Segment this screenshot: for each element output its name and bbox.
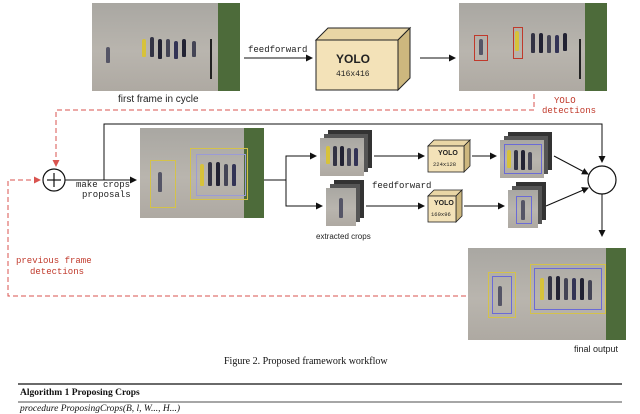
first-frame-label: first frame in cycle	[118, 94, 199, 105]
figure-caption: Figure 2. Proposed framework workflow	[224, 356, 388, 367]
yolo-small1-title: YOLO	[438, 150, 458, 157]
make-crops-label-1: make crops	[76, 180, 131, 190]
algorithm-line-1: procedure ProposingCrops(B, l, W..., H..…	[20, 404, 180, 414]
extracted-crops-label: extracted crops	[316, 232, 371, 241]
previous-frame-label-1: previous frame	[16, 256, 92, 266]
previous-frame-label-2: detections	[30, 267, 85, 277]
yolo-small2-size: 160x96	[431, 211, 451, 218]
first-frame-photo	[92, 3, 240, 91]
yolo-small-block-2	[427, 189, 463, 223]
make-crops-label-2: proposals	[82, 190, 131, 200]
yolo-small2-title: YOLO	[434, 200, 454, 207]
crop-proposals-photo	[140, 128, 264, 218]
algorithm-header: Algorithm 1 Proposing Crops	[20, 388, 140, 398]
merge-node	[587, 165, 617, 195]
yolo-small-block-1	[427, 139, 471, 173]
yolo-main-size: 416x416	[336, 70, 370, 79]
final-output-label: final output	[574, 344, 619, 354]
yolo-detections-label-2: detections	[542, 106, 597, 116]
yolo-small1-size: 224x128	[433, 161, 457, 168]
yolo-main-title: YOLO	[336, 52, 371, 66]
final-output-photo	[468, 248, 626, 340]
feedforward-mid-label: feedforward	[372, 181, 432, 191]
yolo-detections-label-1: YOLO	[554, 96, 576, 106]
yolo-main-block	[314, 26, 412, 92]
feedforward-top-label: feedforward	[248, 45, 308, 55]
yolo-detections-photo	[459, 3, 607, 91]
